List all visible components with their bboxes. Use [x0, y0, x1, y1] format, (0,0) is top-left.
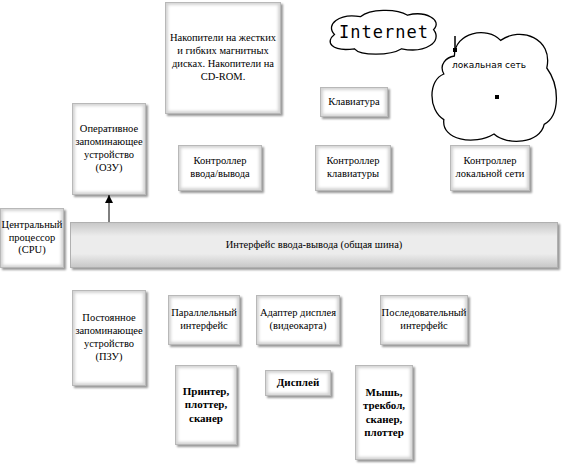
- node-text: Постоянное запоминающее устройство (ПЗУ): [74, 312, 144, 363]
- node-text: Оперативное запоминающее устройство (ОЗУ…: [74, 123, 144, 174]
- node-text: Параллельный интерфейс: [170, 307, 238, 333]
- device-box: Принтер, плоттер, сканер: [175, 365, 237, 445]
- node-text: Адаптер дисплея (видеокарта): [258, 307, 338, 333]
- node-text: Контроллер ввода/вывода: [180, 155, 260, 181]
- node-text: Последовательный интерфейс: [382, 307, 467, 333]
- bus-band: Интерфейс ввода-вывода (общая шина): [70, 222, 558, 268]
- node-text: Клавиатура: [328, 96, 379, 109]
- cpu-box: Центральный процессор (CPU): [0, 208, 64, 268]
- device-box: Дисплей: [265, 370, 331, 396]
- storage-box: Накопители на жестких и гибких магнитных…: [165, 2, 281, 114]
- device-box: Клавиатура: [320, 87, 388, 117]
- edge-layer: [109, 195, 110, 222]
- node-text: Internet: [339, 22, 429, 43]
- node-text: Накопители на жестких и гибких магнитных…: [167, 32, 279, 83]
- node-text: Контроллер локальной сети: [452, 155, 528, 181]
- cloud-shape: [330, 10, 436, 54]
- network-cloud: локальная сеть: [428, 26, 560, 146]
- node-text: Центральный процессор (CPU): [2, 219, 63, 257]
- node-text: Дисплей: [277, 376, 320, 389]
- internet-cloud: Internet: [325, 8, 443, 56]
- cloud-shape: [432, 33, 556, 142]
- memory-box: Постоянное запоминающее устройство (ПЗУ): [72, 290, 146, 386]
- device-box: Мышь, трекбол, сканер, плоттер: [355, 365, 413, 460]
- interface-box: Последовательный интерфейс: [380, 295, 468, 345]
- node-text: Контроллер клавиатуры: [317, 155, 389, 181]
- memory-box: Оперативное запоминающее устройство (ОЗУ…: [72, 103, 146, 195]
- controller-box: Контроллер локальной сети: [450, 145, 530, 191]
- node-text: Принтер, плоттер, сканер: [177, 385, 235, 425]
- cloud-outline: [428, 26, 560, 146]
- interface-box: Параллельный интерфейс: [168, 295, 240, 345]
- controller-box: Контроллер клавиатуры: [315, 145, 391, 191]
- node-text: Интерфейс ввода-вывода (общая шина): [226, 239, 403, 252]
- controller-box: Контроллер ввода/вывода: [178, 145, 262, 191]
- adapter-box: Адаптер дисплея (видеокарта): [256, 295, 340, 345]
- bus-connector: [109, 195, 110, 222]
- node-text: Мышь, трекбол, сканер, плоттер: [357, 386, 411, 440]
- node-text: локальная сеть: [452, 60, 526, 71]
